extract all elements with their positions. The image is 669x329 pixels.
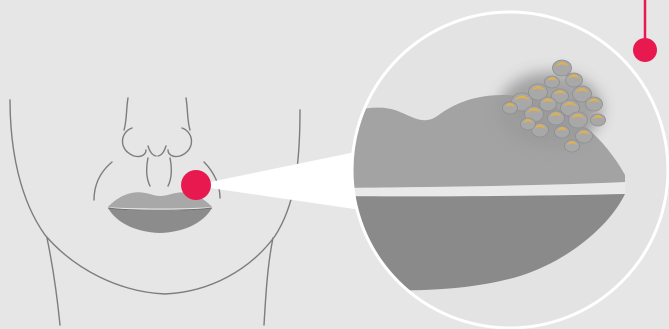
nose-wing-right: [168, 128, 192, 157]
philtrum-left: [147, 158, 150, 186]
philtrum-right: [168, 158, 171, 186]
neck-right-line: [264, 238, 273, 325]
pin-marker-icon: [633, 0, 657, 62]
neck-left-line: [47, 238, 60, 325]
face-lower-lip: [108, 208, 212, 233]
nose-bridge-right: [186, 98, 190, 130]
lesion-marker-icon: [181, 170, 211, 200]
pin-head: [633, 38, 657, 62]
nose-bridge-left: [124, 98, 128, 130]
magnifier-icon: [340, 12, 668, 328]
nostril-left: [148, 146, 156, 156]
nostril-right: [158, 146, 166, 156]
nose-wing-left: [123, 128, 147, 157]
zoom-beam: [210, 148, 375, 212]
cheek-fold-left: [94, 162, 112, 200]
